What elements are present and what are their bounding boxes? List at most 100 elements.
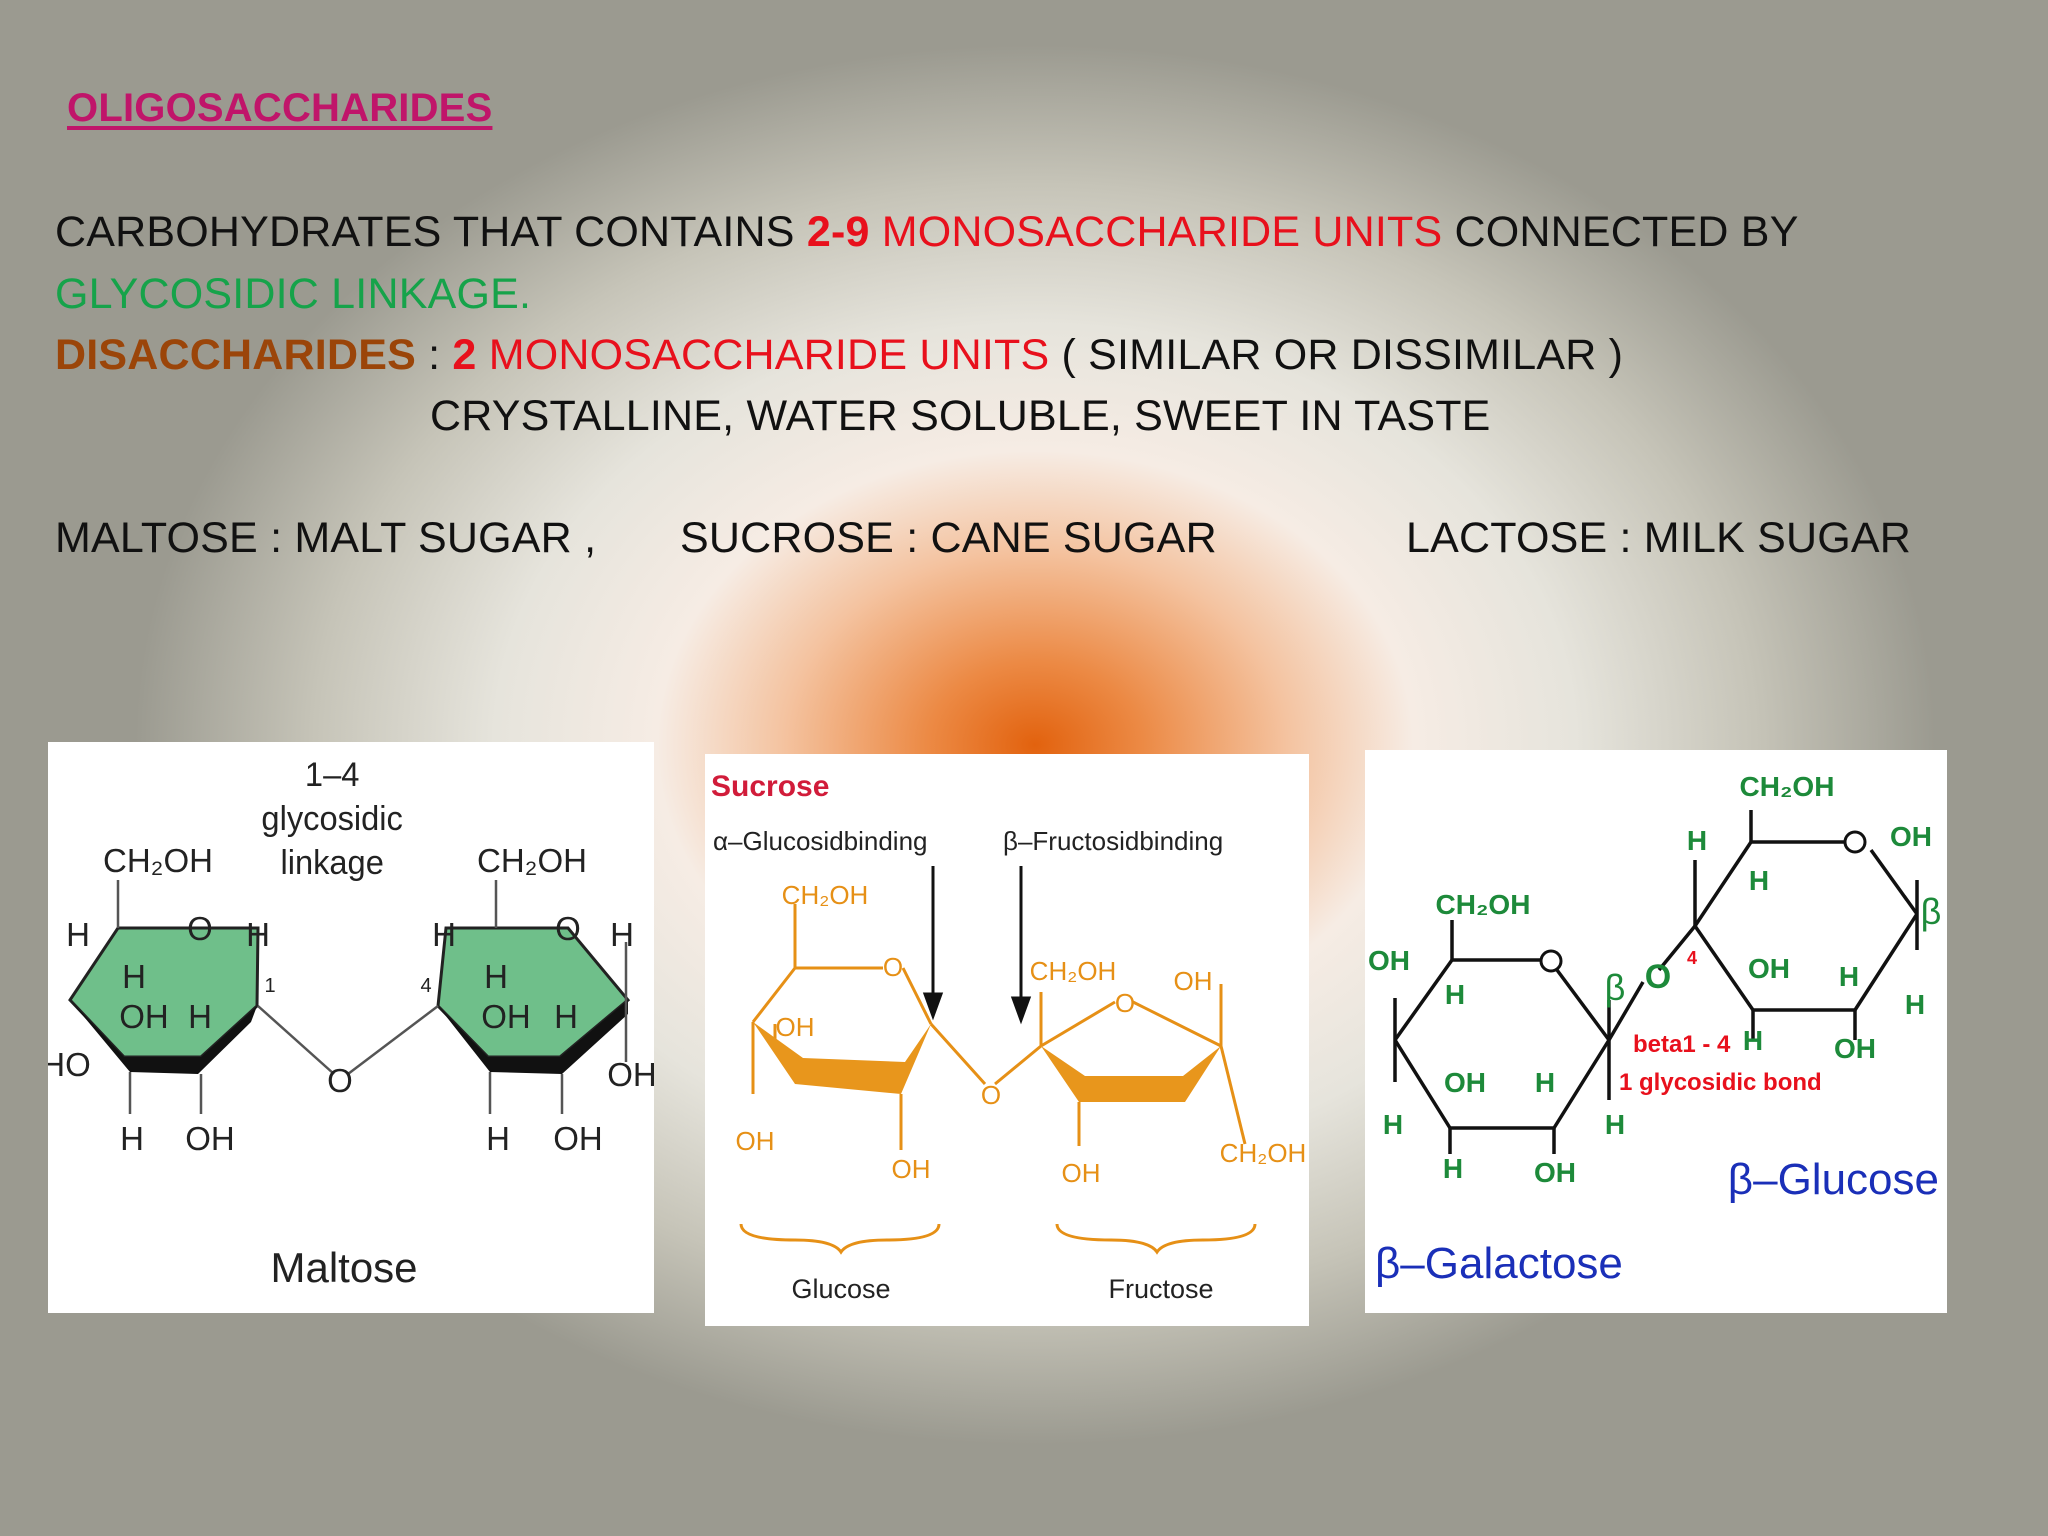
- lactose-bridge-bond2: [1657, 924, 1697, 972]
- galactose-beta: β: [1605, 967, 1626, 1008]
- beta-fructosid-label: β–Fructosidbinding: [1003, 826, 1223, 856]
- fructose-oh: OH: [1174, 966, 1213, 996]
- fructose-oh: OH: [1062, 1158, 1101, 1188]
- fructose-ch2oh: CH₂OH: [1030, 956, 1117, 986]
- maltose-carbon-4: 4: [420, 975, 431, 997]
- glucose-ch2oh: CH₂OH: [1740, 771, 1835, 802]
- maltose-right-ring-edge: [438, 1000, 628, 1074]
- maltose-ho: HO: [48, 1046, 91, 1083]
- maltose-h: H: [610, 916, 634, 953]
- galactose-ch2oh: CH₂OH: [1436, 889, 1531, 920]
- maltose-description: MALTOSE : MALT SUGAR ,: [55, 514, 597, 562]
- glycosidic-bond-right: [994, 1044, 1042, 1086]
- alpha-glucosid-label: α–Glucosidbinding: [713, 826, 928, 856]
- maltose-h: H: [120, 1120, 144, 1157]
- maltose-carbon-1: 1: [264, 975, 275, 997]
- lactose-oh: OH: [1368, 945, 1410, 976]
- maltose-structure-image: 1–4 glycosidic linkage CH₂OH CH₂OH O O H: [48, 742, 654, 1313]
- sucrose-structure-diagram: Sucrose α–Glucosidbinding β–Fructosidbin…: [711, 770, 1307, 1304]
- lactose-carbon-4: 4: [1687, 948, 1697, 968]
- maltose-link-word2: linkage: [280, 844, 383, 882]
- glucose-ring-base: [753, 1022, 931, 1094]
- fructose-ring-base: [1041, 1046, 1221, 1102]
- lactose-h: H: [1905, 989, 1925, 1020]
- maltose-link-word1: glycosidic: [261, 800, 402, 838]
- galactose-ring-oxygen: [1539, 949, 1563, 973]
- maltose-h: H: [554, 998, 578, 1035]
- sucrose-description: SUCROSE : CANE SUGAR: [680, 514, 1217, 562]
- glucose-ring-bond: [901, 967, 933, 1025]
- fructose-ch2oh-bottom: CH₂OH: [1220, 1138, 1307, 1168]
- maltose-h: H: [432, 916, 456, 953]
- maltose-oh: OH: [185, 1120, 235, 1157]
- disaccharides-units: MONOSACCHARIDE UNITS: [476, 331, 1050, 379]
- lactose-oh: OH: [1748, 953, 1790, 984]
- alpha-arrowhead: [922, 992, 944, 1021]
- maltose-h: H: [486, 1120, 510, 1157]
- disaccharides-label: DISACCHARIDES: [55, 331, 416, 379]
- disaccharides-count: 2: [452, 331, 477, 379]
- maltose-bond-left: [257, 1005, 335, 1075]
- glucose-ring-o: O: [883, 952, 903, 982]
- maltose-oh: OH: [607, 1056, 654, 1093]
- lactose-structure-image: CH₂OH CH₂OH H H OH OH H OH H H H OH OH H…: [1365, 750, 1947, 1313]
- glucose-ch2oh: CH₂OH: [782, 880, 869, 910]
- glucose-label: Glucose: [791, 1274, 890, 1304]
- lactose-h: H: [1743, 1025, 1763, 1056]
- definition-units: MONOSACCHARIDE UNITS: [869, 208, 1443, 256]
- maltose-h: H: [122, 958, 146, 995]
- sucrose-bridge-o: O: [981, 1080, 1001, 1110]
- lactose-h: H: [1383, 1109, 1403, 1140]
- maltose-h: H: [484, 958, 508, 995]
- lactose-h: H: [1443, 1153, 1463, 1184]
- lactose-h: H: [1605, 1109, 1625, 1140]
- beta-galactose-label: β–Galactose: [1375, 1239, 1623, 1288]
- sucrose-title: Sucrose: [711, 770, 829, 803]
- lactose-oh: OH: [1834, 1033, 1876, 1064]
- glucose-oh: OH: [892, 1154, 931, 1184]
- lactose-description: LACTOSE : MILK SUGAR: [1406, 514, 1912, 562]
- maltose-structure-diagram: 1–4 glycosidic linkage CH₂OH CH₂OH O O H: [48, 756, 654, 1291]
- maltose-link-number: 1–4: [305, 756, 359, 794]
- disaccharides-colon: :: [415, 331, 453, 379]
- maltose-name: Maltose: [270, 1244, 417, 1291]
- glucose-ring-left: [751, 967, 797, 1023]
- maltose-h: H: [246, 916, 270, 953]
- lactose-oh: OH: [1890, 821, 1932, 852]
- lactose-h: H: [1749, 865, 1769, 896]
- maltose-oh: OH: [481, 998, 531, 1035]
- fructose-ring-top2: [1132, 1000, 1222, 1048]
- lactose-h: H: [1535, 1067, 1555, 1098]
- maltose-left-ring-edge: [70, 1000, 257, 1074]
- lactose-oh: OH: [1444, 1067, 1486, 1098]
- galactose-ring-left: [1393, 958, 1454, 1042]
- maltose-bridge-o: O: [327, 1062, 353, 1099]
- disaccharides-line: DISACCHARIDES : 2 MONOSACCHARIDE UNITS (…: [55, 331, 1623, 380]
- maltose-oh: OH: [119, 998, 169, 1035]
- lactose-structure-diagram: CH₂OH CH₂OH H H OH OH H OH H H H OH OH H…: [1368, 771, 1942, 1288]
- beta-glucose-label: β–Glucose: [1728, 1155, 1939, 1204]
- lactose-bond-label2: 1 glycosidic bond: [1619, 1069, 1822, 1096]
- disaccharide-properties: CRYSTALLINE, WATER SOLUBLE, SWEET IN TAS…: [430, 392, 1491, 440]
- maltose-right-ch2oh: CH₂OH: [477, 842, 587, 879]
- beta-arrowhead: [1010, 996, 1032, 1025]
- lactose-h: H: [1445, 979, 1465, 1010]
- glycosidic-linkage-text: GLYCOSIDIC LINKAGE.: [55, 270, 532, 318]
- fructose-ring-o: O: [1115, 988, 1135, 1018]
- glucose-ring-bottom-left: [1693, 925, 1755, 1011]
- lactose-h: H: [1687, 825, 1707, 856]
- maltose-h: H: [188, 998, 212, 1035]
- disaccharides-similarity: ( SIMILAR OR DISSIMILAR ): [1049, 331, 1624, 379]
- glucose-ring-top-right: [1869, 848, 1919, 916]
- maltose-left-ring-o: O: [187, 910, 213, 947]
- maltose-right-ring-o: O: [555, 910, 581, 947]
- fructose-ring-top: [1040, 1000, 1116, 1048]
- glucose-ring-top-left: [1693, 841, 1753, 927]
- glucose-beta: β: [1921, 891, 1942, 932]
- glucose-oh: OH: [736, 1126, 775, 1156]
- maltose-bond-right: [347, 1005, 439, 1075]
- definition-connected: CONNECTED BY: [1442, 208, 1799, 256]
- galactose-ring-right: [1555, 968, 1611, 1042]
- lactose-oh: OH: [1534, 1157, 1576, 1188]
- fructose-ch2oh-bond: [1219, 1045, 1247, 1145]
